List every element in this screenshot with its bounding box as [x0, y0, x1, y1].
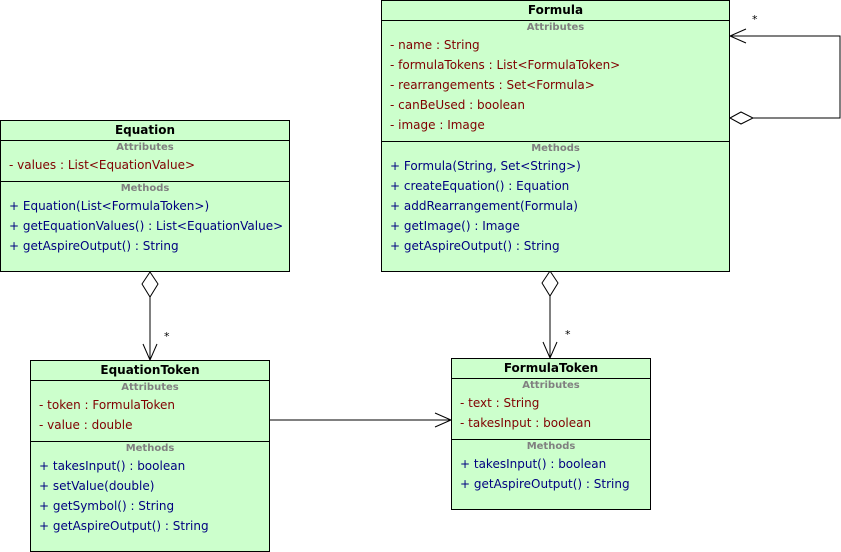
class-equation[interactable]: Equation Attributes - values : List<Equa… [0, 120, 290, 272]
attribute-row: - canBeUsed : boolean [390, 98, 525, 112]
attributes-section: Attributes - name : String - formulaToke… [382, 21, 729, 141]
attribute-row: - text : String [460, 396, 540, 410]
attributes-section: Attributes - token : FormulaToken - valu… [31, 381, 269, 441]
multiplicity-formula-token: * [565, 328, 571, 341]
method-row: + getAspireOutput() : String [39, 519, 209, 533]
attribute-row: - takesInput : boolean [460, 416, 592, 430]
section-label: Methods [526, 441, 576, 452]
section-label: Attributes [121, 382, 179, 393]
method-row: + getSymbol() : String [39, 499, 175, 513]
section-label: Methods [531, 143, 580, 154]
method-row: + Equation(List<FormulaToken>) [9, 199, 210, 213]
method-row: + takesInput() : boolean [460, 457, 607, 471]
class-formula[interactable]: Formula Attributes - name : String - for… [381, 0, 730, 272]
attribute-row: - value : double [39, 418, 133, 432]
method-row: + createEquation() : Equation [390, 179, 570, 193]
multiplicity-equation-token: * [164, 330, 170, 343]
method-row: + addRearrangement(Formula) [390, 199, 578, 213]
section-label: Methods [120, 183, 170, 194]
multiplicity-formula-self: * [752, 13, 758, 26]
method-row: + getAspireOutput() : String [390, 239, 560, 253]
attribute-row: - formulaTokens : List<FormulaToken> [390, 58, 621, 72]
formula-self-arrowhead [728, 28, 747, 44]
attribute-row: - rearrangements : Set<Formula> [390, 78, 595, 92]
method-row: + getImage() : Image [390, 219, 520, 233]
methods-section: Methods + Equation(List<FormulaToken>) +… [1, 181, 289, 262]
attribute-row: - name : String [390, 38, 480, 52]
attributes-section: Attributes - values : List<EquationValue… [1, 141, 289, 181]
attribute-row: - image : Image [390, 118, 485, 132]
formula-diamond [541, 270, 559, 297]
class-name: Formula [382, 1, 729, 21]
class-name: Equation [1, 121, 289, 141]
methods-section: Methods + Formula(String, Set<String>) +… [382, 141, 729, 262]
section-label: Attributes [526, 22, 585, 33]
methods-section: Methods + takesInput() : boolean + getAs… [452, 439, 650, 500]
method-row: + takesInput() : boolean [39, 459, 186, 473]
formula-self-diamond [728, 111, 755, 125]
class-name: FormulaToken [452, 359, 650, 379]
attributes-section: Attributes - text : String - takesInput … [452, 379, 650, 439]
section-label: Attributes [116, 142, 174, 153]
class-formula-token[interactable]: FormulaToken Attributes - text : String … [451, 358, 651, 510]
method-row: + getAspireOutput() : String [9, 239, 179, 253]
methods-section: Methods + takesInput() : boolean + setVa… [31, 441, 269, 542]
class-equation-token[interactable]: EquationToken Attributes - token : Formu… [30, 360, 270, 552]
section-label: Methods [125, 443, 175, 454]
method-row: + getEquationValues() : List<EquationVal… [9, 219, 284, 233]
method-row: + setValue(double) [39, 479, 155, 493]
formula-self-association[interactable] [730, 35, 841, 119]
attribute-row: - values : List<EquationValue> [9, 158, 196, 172]
class-name: EquationToken [31, 361, 269, 381]
section-label: Attributes [522, 380, 580, 391]
equation-diamond [141, 271, 159, 298]
method-row: + Formula(String, Set<String>) [390, 159, 581, 173]
attribute-row: - token : FormulaToken [39, 398, 176, 412]
method-row: + getAspireOutput() : String [460, 477, 630, 491]
